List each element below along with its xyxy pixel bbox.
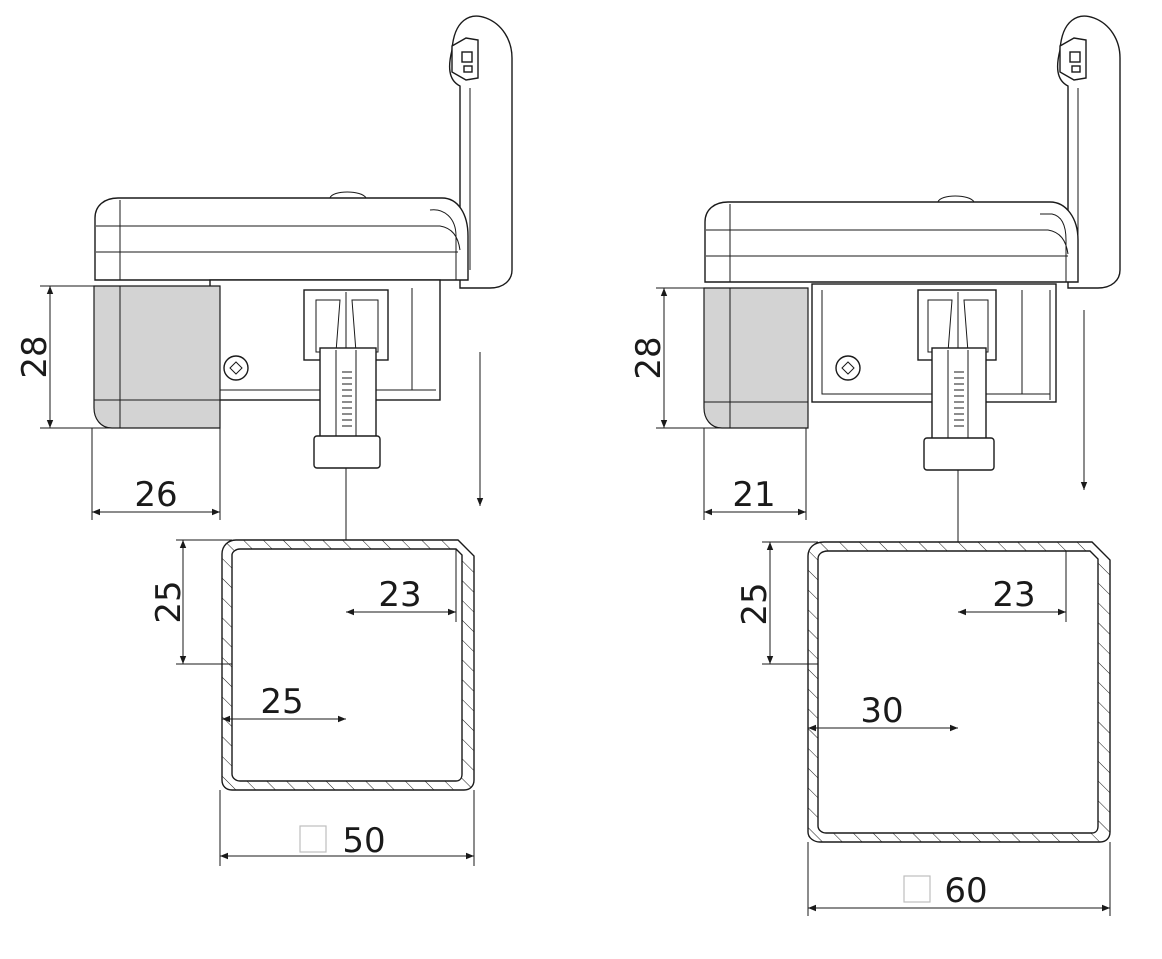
left-grey-insert bbox=[93, 285, 221, 429]
svg-text:23: 23 bbox=[378, 575, 421, 615]
left-housing bbox=[94, 197, 469, 281]
svg-text:60: 60 bbox=[944, 871, 987, 911]
left-view: 28 26 25 23 25 50 bbox=[15, 15, 513, 866]
svg-text:21: 21 bbox=[732, 475, 775, 515]
left-dim-28: 28 bbox=[15, 285, 112, 429]
left-hook-clip bbox=[451, 37, 479, 81]
svg-text:25: 25 bbox=[149, 580, 189, 623]
right-dim-28: 28 bbox=[629, 287, 722, 429]
svg-text:25: 25 bbox=[735, 582, 775, 625]
left-clamp bbox=[303, 289, 389, 469]
left-dim-23: 23 bbox=[346, 575, 456, 616]
left-dim-25-horizontal: 25 bbox=[222, 682, 346, 723]
right-dim-21: 21 bbox=[703, 428, 807, 520]
svg-text:25: 25 bbox=[260, 682, 303, 722]
right-dim-25-vertical: 25 bbox=[735, 541, 818, 665]
right-view: 28 21 25 23 30 60 bbox=[629, 15, 1121, 916]
right-square-symbol-icon bbox=[903, 875, 931, 903]
right-housing bbox=[704, 201, 1079, 283]
right-grey-insert bbox=[703, 287, 809, 429]
svg-text:30: 30 bbox=[860, 691, 903, 731]
right-screw-icon bbox=[835, 355, 861, 381]
right-dim-60: 60 bbox=[807, 842, 1111, 916]
left-dim-50: 50 bbox=[219, 790, 475, 866]
left-screw-icon bbox=[223, 355, 249, 381]
svg-text:28: 28 bbox=[15, 335, 55, 378]
left-dim-26: 26 bbox=[91, 428, 221, 520]
left-square-symbol-icon bbox=[299, 825, 327, 853]
svg-text:50: 50 bbox=[342, 821, 385, 861]
svg-text:23: 23 bbox=[992, 575, 1035, 615]
right-clamp bbox=[917, 289, 997, 471]
right-dim-23: 23 bbox=[958, 575, 1066, 616]
svg-text:28: 28 bbox=[629, 336, 669, 379]
right-hook-clip bbox=[1059, 37, 1087, 81]
right-dim-30: 30 bbox=[808, 691, 958, 732]
left-dim-25-vertical: 25 bbox=[149, 539, 232, 665]
svg-text:26: 26 bbox=[134, 475, 177, 515]
